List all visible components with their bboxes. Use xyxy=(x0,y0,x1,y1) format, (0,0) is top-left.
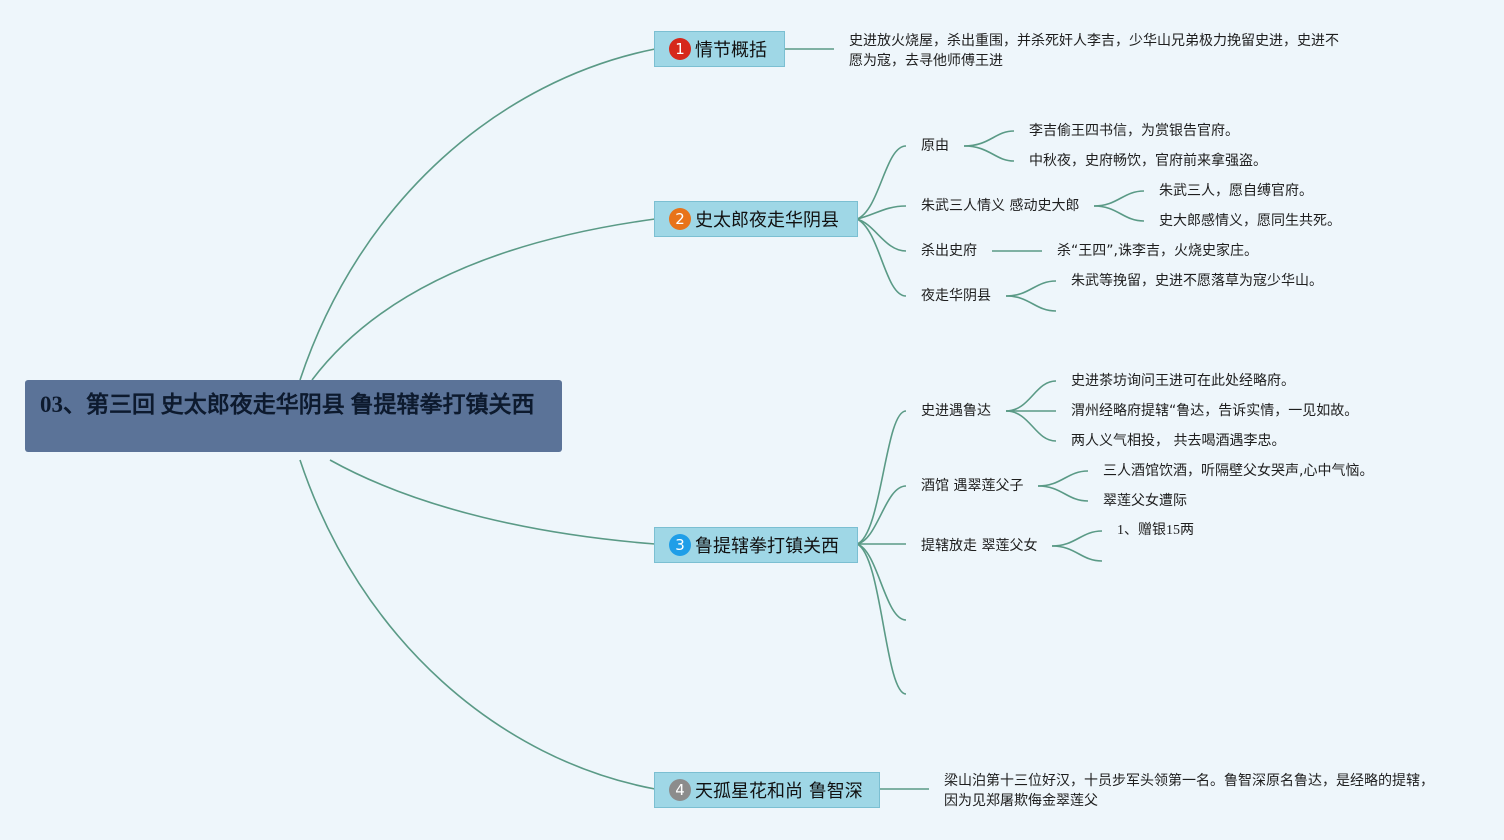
connector-b3-jiuguan-c2 xyxy=(1037,485,1089,502)
b2-item-yuanyou[interactable]: 原由 xyxy=(921,138,949,154)
branch-3-title: 鲁提辖拳打镇关西 xyxy=(695,536,839,557)
connector-root-branch-1 xyxy=(299,48,656,381)
b2-item-yezou[interactable]: 夜走华阴县 xyxy=(921,288,991,304)
number-3-icon: 3 xyxy=(669,534,691,556)
b2-item-shachu[interactable]: 杀出史府 xyxy=(921,243,977,259)
b3-yulu-child-3[interactable]: 两人义气相投， 共去喝酒遇李忠。 xyxy=(1071,433,1286,449)
root-topic[interactable]: 03、第三回 史太郎夜走华阴县 鲁提辖拳打镇关西 xyxy=(25,380,562,452)
connector-b2-yuanyou-c2 xyxy=(963,145,1015,162)
connector-b2-yezou-c1 xyxy=(1005,280,1057,297)
branch-3-topic[interactable]: 3 鲁提辖拳打镇关西 xyxy=(654,527,858,563)
number-2-icon: 2 xyxy=(669,208,691,230)
number-4-icon: 4 xyxy=(669,779,691,801)
connector-b2-yuanyou-c1 xyxy=(963,130,1015,147)
connector-b3-yulu xyxy=(856,410,907,545)
connector-b3-empty-2 xyxy=(856,543,907,695)
branch-2-title: 史太郎夜走华阴县 xyxy=(695,210,839,231)
branch-1-topic[interactable]: 1 情节概括 xyxy=(654,31,785,67)
b2-zhuwu-child-1[interactable]: 朱武三人，愿自缚官府。 xyxy=(1159,183,1313,199)
branch-4-summary[interactable]: 梁山泊第十三位好汉，十员步军头领第一名。鲁智深原名鲁达，是经略的提辖，因为见郑屠… xyxy=(944,773,1434,809)
connector-b3-yulu-c1 xyxy=(1005,380,1057,412)
connector-root-branch-4 xyxy=(299,459,656,790)
connector-b3-empty-1 xyxy=(856,543,907,621)
connector-b2-zhuwu-c2 xyxy=(1093,205,1145,222)
b2-item-zhuwu[interactable]: 朱武三人情义 感动史大郎 xyxy=(921,198,1080,214)
branch-2-topic[interactable]: 2 史太郎夜走华阴县 xyxy=(654,201,858,237)
connector-root-branch-2 xyxy=(311,218,656,381)
b3-jiuguan-child-2[interactable]: 翠莲父女遭际 xyxy=(1103,493,1187,509)
connector-b3-fangzou-c1 xyxy=(1051,530,1103,547)
b3-yulu-child-2[interactable]: 渭州经略府提辖“鲁达，告诉实情，一见如故。 xyxy=(1071,403,1359,419)
b3-item-fangzou[interactable]: 提辖放走 翠莲父女 xyxy=(921,538,1038,554)
b3-item-yulu[interactable]: 史进遇鲁达 xyxy=(921,403,991,419)
connector-b3-yulu-c3 xyxy=(1005,410,1057,442)
b2-shachu-child-1[interactable]: 杀“王四”,诛李吉，火烧史家庄。 xyxy=(1057,243,1258,259)
b2-yuanyou-child-1[interactable]: 李吉偷王四书信，为赏银告官府。 xyxy=(1029,123,1239,139)
connector-b3-jiuguan xyxy=(856,485,907,545)
connector-b2-shachu xyxy=(856,218,907,252)
b3-yulu-child-1[interactable]: 史进茶坊询问王进可在此处经略府。 xyxy=(1071,373,1295,389)
b3-jiuguan-child-1[interactable]: 三人酒馆饮酒，听隔壁父女哭声,心中气恼。 xyxy=(1103,463,1374,479)
b3-item-jiuguan[interactable]: 酒馆 遇翠莲父子 xyxy=(921,478,1024,494)
b2-yezou-child-1[interactable]: 朱武等挽留，史进不愿落草为寇少华山。 xyxy=(1071,273,1323,289)
connector-b3-fangzou-c2 xyxy=(1051,545,1103,562)
b3-fangzou-child-1[interactable]: 1、赠银15两 xyxy=(1117,523,1194,538)
connector-b3-jiuguan-c1 xyxy=(1037,470,1089,487)
connector-root-branch-3 xyxy=(329,459,656,545)
branch-1-summary[interactable]: 史进放火烧屋，杀出重围，并杀死奸人李吉，少华山兄弟极力挽留史进，史进不愿为寇，去… xyxy=(849,33,1339,69)
b2-zhuwu-child-2[interactable]: 史大郎感情义，愿同生共死。 xyxy=(1159,213,1341,229)
connector-b2-yezou xyxy=(856,218,907,297)
connector-b2-zhuwu-c1 xyxy=(1093,190,1145,207)
branch-4-topic[interactable]: 4 天孤星花和尚 鲁智深 xyxy=(654,772,880,808)
connector-b2-yuanyou xyxy=(856,145,907,220)
number-1-icon: 1 xyxy=(669,38,691,60)
b2-yuanyou-child-2[interactable]: 中秋夜，史府畅饮，官府前来拿强盗。 xyxy=(1029,153,1267,169)
branch-4-title: 天孤星花和尚 鲁智深 xyxy=(695,781,863,802)
connector-b2-zhuwu xyxy=(856,205,907,220)
branch-1-title: 情节概括 xyxy=(695,40,767,61)
connector-b2-yezou-c2 xyxy=(1005,295,1057,312)
